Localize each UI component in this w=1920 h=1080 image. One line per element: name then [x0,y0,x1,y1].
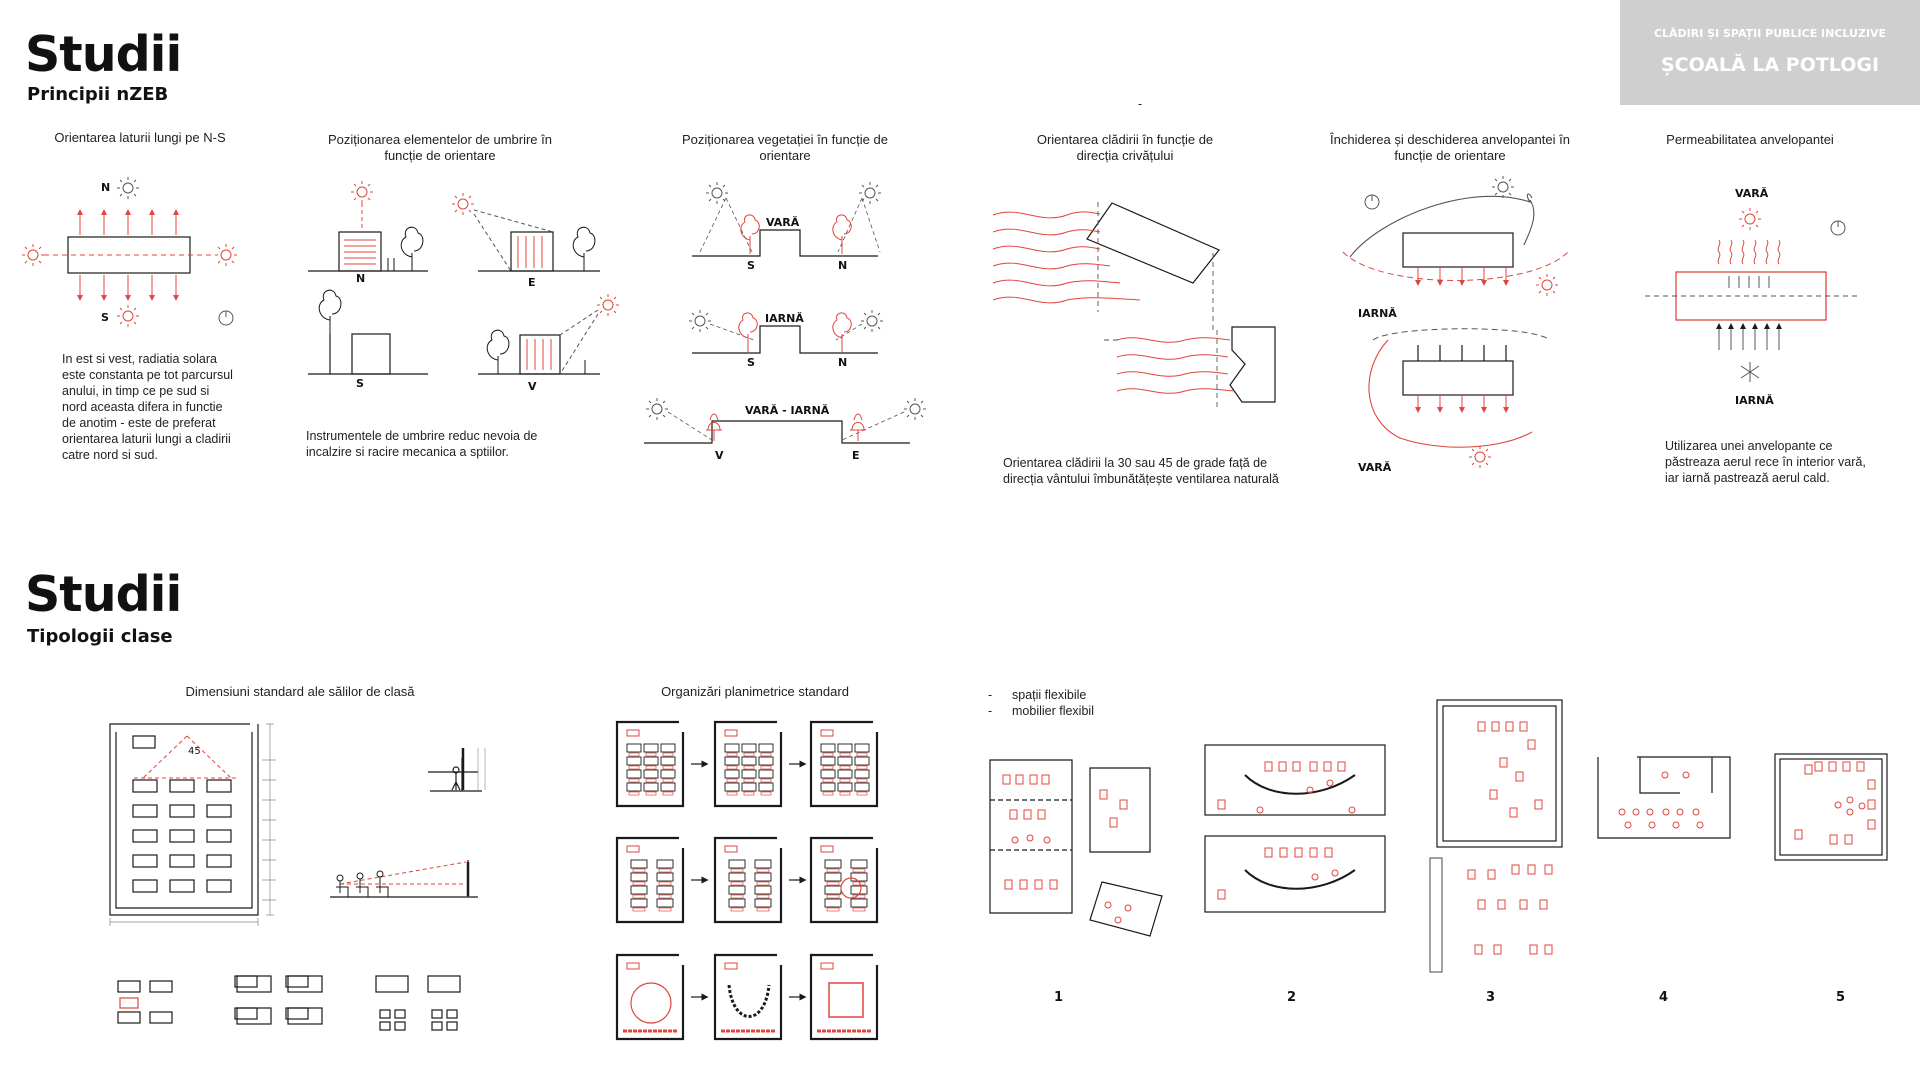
typology-number-2: 2 [1287,990,1297,1005]
flex-item-2: -mobilier flexibil [988,704,1094,718]
label-shade-v: V [528,380,537,393]
label-env-iarna: IARNĂ [1358,307,1397,320]
label-veg-v: V [715,449,724,462]
label-shade-e: E [528,276,536,289]
section1-title: Studii [25,26,182,83]
desk-groupings [117,975,461,1031]
label-veg-vara: VARĂ [766,216,800,229]
label-perm-iarna: IARNĂ [1735,394,1774,407]
label-perm-vara: VARĂ [1735,187,1769,200]
typology-1-plan [989,759,1163,937]
badge-project: ȘCOALĂ LA POTLOGI [1660,54,1880,76]
dimensions-caption: Dimensiuni standard ale sălilor de clasă [185,684,415,699]
panel4-caption: Orientarea clădirii în funcție de direcț… [1036,132,1214,163]
panel2-caption: Poziționarea elementelor de umbrire în f… [327,132,552,163]
label-north: N [101,181,111,194]
flex-list: -spații flexibile -mobilier flexibil [988,687,1094,719]
label-env-vara: VARĂ [1358,461,1392,474]
panel1-drawing [21,176,238,328]
classroom-dimension-plan [109,723,276,926]
classroom-sections [330,748,486,898]
panel6-caption: Permeabilitatea anvelopantei [1666,132,1834,147]
label-veg-n2: N [838,356,848,369]
panel1-text: In est si vest, radiatia solara este con… [62,352,233,462]
label-veg-s2: S [747,356,755,369]
stray-dash: - [1138,97,1143,111]
panel2-drawing [308,180,620,375]
label-veg-e: E [852,449,860,462]
section2-subtitle: Tipologii clase [27,626,173,647]
organization-caption: Organizări planimetrice standard [661,684,849,699]
label-veg-iarna: IARNĂ [765,312,804,325]
typology-3-plan [1429,699,1563,973]
panel5-drawing [1342,175,1569,469]
panel3-caption: Poziționarea vegetației în funcție de or… [682,132,888,163]
organization-grid [615,720,879,1041]
panel4-drawing [992,202,1276,408]
section1-subtitle: Principii nZEB [27,84,169,105]
typology-number-3: 3 [1486,990,1496,1005]
label-south: S [101,311,109,324]
panel2-text: Instrumentele de umbrire reduc nevoia de… [306,429,538,459]
angle-label: 45 [188,746,201,757]
panel1-caption: Orientarea laturii lungi pe N-S [54,130,226,145]
label-veg-n1: N [838,259,848,272]
typology-5-plan [1774,753,1888,861]
flex-item-1: -spații flexibile [988,688,1087,702]
typology-4-plan [1597,756,1731,839]
typology-number-4: 4 [1659,990,1669,1005]
typology-number-5: 5 [1836,990,1846,1005]
label-shade-n: N [356,272,366,285]
project-badge: CLĂDIRI ȘI SPAȚII PUBLICE INCLUZIVE ȘCOA… [1620,0,1920,105]
panel3-drawing [644,181,927,444]
typology-2-plan [1204,744,1386,913]
typology-number-1: 1 [1054,990,1064,1005]
label-veg-vara-iarna: VARĂ - IARNĂ [745,404,830,417]
panel5-caption: Închiderea și deschiderea anvelopantei î… [1330,132,1570,163]
label-shade-s: S [356,377,364,390]
section2-title: Studii [25,566,182,623]
label-veg-s1: S [747,259,755,272]
panel6-text: Utilizarea unei anvelopante ce păstreaza… [1665,439,1866,485]
badge-category: CLĂDIRI ȘI SPAȚII PUBLICE INCLUZIVE [1653,27,1887,40]
panel4-text: Orientarea clădirii la 30 sau 45 de grad… [1003,456,1279,486]
panel6-drawing [1645,207,1858,382]
